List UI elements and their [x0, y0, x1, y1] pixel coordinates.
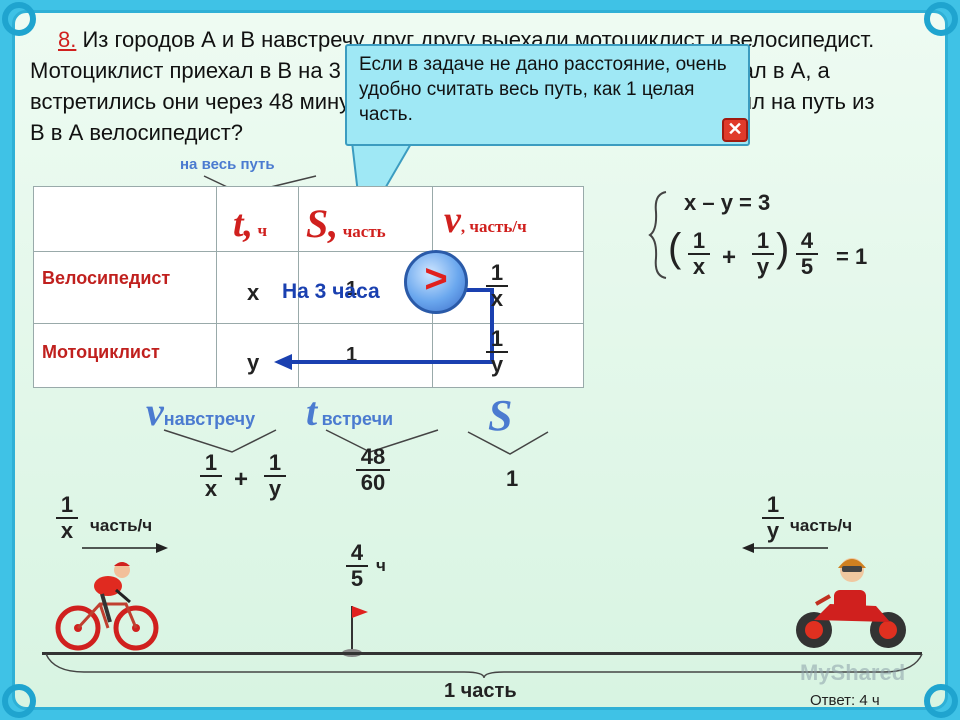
motorcyclist-time: y [247, 350, 260, 375]
eq-plus: + [722, 244, 737, 271]
time-difference-note: На 3 часа [282, 280, 380, 303]
left-speed-unit: часть/ч [90, 516, 153, 535]
bracket-s [467, 431, 549, 455]
close-icon[interactable]: ✕ [722, 118, 748, 142]
cyclist-time: x [247, 280, 260, 305]
tooltip-box: Если в задаче не дано расстояние, очень … [345, 44, 750, 146]
motorcyclist-distance: 1 [346, 344, 358, 366]
compare-arrow [274, 288, 494, 370]
flag-icon [342, 606, 368, 657]
equation-1: x – y = 3 [684, 190, 771, 215]
corner-ornament-icon [924, 684, 958, 718]
answer-text: Ответ: 4 ч [810, 692, 880, 709]
row-label-cyclist: Велосипедист [42, 268, 171, 288]
meeting-plus: + [234, 466, 249, 493]
tooltip-text: Если в задаче не дано расстояние, очень … [359, 54, 727, 125]
system-brace [648, 191, 667, 279]
label-t-meeting: t встречи [306, 389, 394, 434]
meeting-distance: 1 [506, 466, 519, 491]
corner-ornament-icon [2, 684, 36, 718]
label-s: S [488, 391, 513, 440]
road-line [42, 652, 922, 655]
corner-ornament-icon [924, 2, 958, 36]
header-distance: S, часть [306, 201, 386, 246]
eq-equals-one: = 1 [836, 244, 868, 269]
distance-label: 1 часть [444, 680, 517, 702]
watermark-text: MyShared [800, 660, 906, 685]
paren-open: ( [668, 226, 682, 270]
distance-bracket [45, 653, 923, 678]
header-time: t, ч [233, 203, 268, 245]
paren-close: ) [776, 226, 790, 270]
cyclist-distance: 1 [346, 278, 358, 300]
greater-than-button[interactable]: > [404, 250, 468, 314]
left-arrow-right-icon [82, 543, 168, 553]
time-unit: ч [376, 556, 386, 575]
corner-ornament-icon [2, 2, 36, 36]
header-speed: v, часть/ч [444, 199, 527, 241]
row-label-motorcyclist: Мотоциклист [42, 342, 160, 362]
label-v-towards: vнавстречу [146, 389, 256, 434]
cyclist-icon [55, 562, 159, 651]
right-arrow-left-icon [742, 543, 828, 553]
right-speed-unit: часть/ч [790, 516, 853, 535]
bracket-v [163, 429, 277, 453]
problem-number: 8. [58, 27, 77, 52]
motorcyclist-icon [796, 558, 906, 648]
table-note: на весь путь [180, 156, 275, 173]
bracket-t [325, 429, 439, 453]
